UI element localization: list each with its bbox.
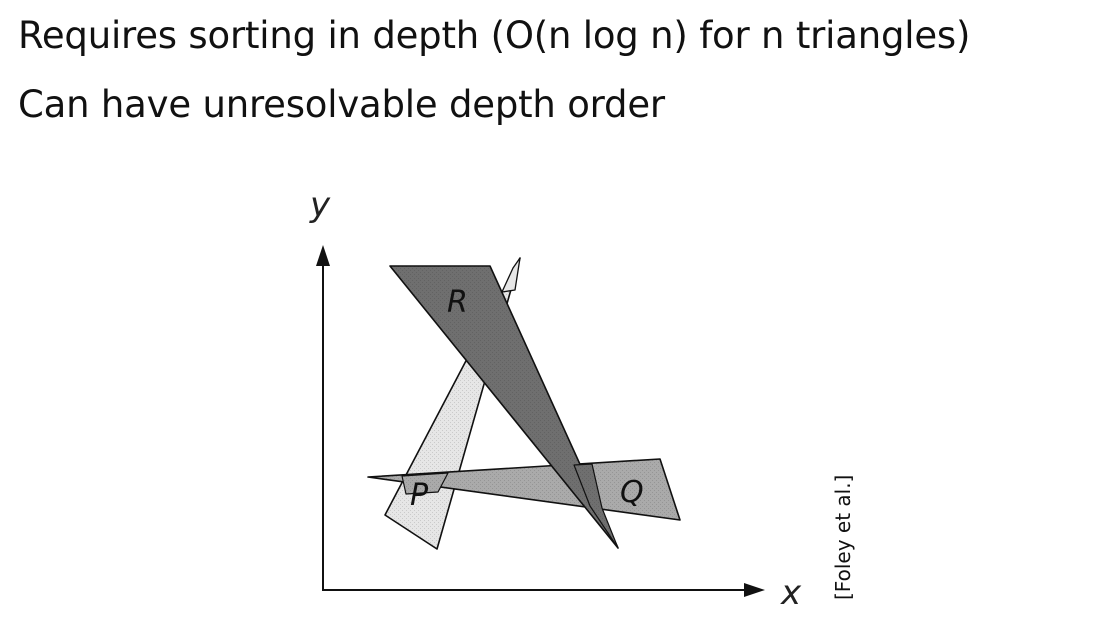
x-axis-arrowhead — [744, 583, 765, 597]
triangle-r-label: R — [447, 285, 468, 320]
triangle-q-label: Q — [620, 475, 644, 510]
triangle-p-label: P — [410, 478, 429, 513]
bullet-sorting-in-depth: Requires sorting in depth (O(n log n) fo… — [18, 14, 971, 57]
bullet-unresolvable-depth-order: Can have unresolvable depth order — [18, 83, 665, 126]
y-axis-label: y — [309, 185, 331, 225]
figure-credit: [Foley et al.] — [831, 475, 855, 600]
x-axis-label: x — [780, 573, 802, 613]
p-over-r-overlap — [501, 257, 521, 293]
y-axis-arrowhead — [316, 245, 330, 266]
triangle-r — [389, 265, 619, 549]
